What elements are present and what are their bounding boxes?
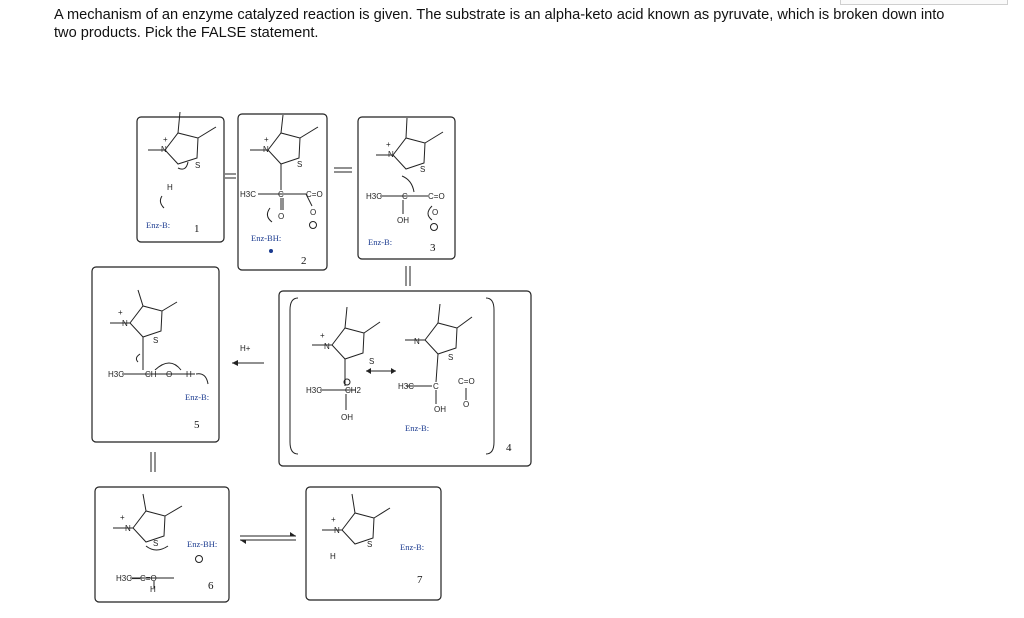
- equilibrium-arrow-5-6: [150, 452, 156, 472]
- minus-charge-icon: [343, 378, 351, 386]
- box-4-enzyme-label: Enz-B:: [405, 423, 429, 433]
- h3c-group: H3C: [398, 382, 414, 391]
- minus-charge-icon: [430, 223, 438, 231]
- box-2: N + S H3C C C=O O O Enz-BH: 2: [237, 113, 328, 271]
- s-atom: S: [153, 539, 158, 548]
- h3c-group: H3C: [108, 370, 124, 379]
- box-2-enzyme-label: Enz-BH:: [251, 233, 281, 243]
- carbonyl-group: C=O: [428, 192, 445, 201]
- co2-group: C=O: [458, 377, 475, 386]
- lone-pair-icon: [269, 249, 273, 253]
- oh-group: OH: [434, 405, 446, 414]
- question-text: A mechanism of an enzyme catalyzed react…: [54, 7, 945, 41]
- plus-charge: +: [120, 513, 125, 522]
- box-4: N + S H3C CH2 OH N S H3C C OH C=O O Enz-…: [278, 290, 532, 467]
- h3c-group: H3C: [240, 190, 256, 199]
- n-atom: N: [122, 319, 128, 328]
- box-5-enzyme-label: Enz-B:: [185, 392, 209, 402]
- s-atom: S: [367, 540, 372, 549]
- answer-panel-edge: [840, 0, 1008, 5]
- h-atom: H: [186, 370, 192, 379]
- o-atom: O: [166, 370, 172, 379]
- c-atom: C: [402, 192, 408, 201]
- proton-label: H+: [240, 344, 251, 353]
- minus-charge-icon: [309, 221, 317, 229]
- h-atom: H: [150, 585, 156, 594]
- box-1-enzyme-label: Enz-B:: [146, 220, 170, 230]
- n-atom: N: [263, 145, 269, 154]
- n-atom: N: [161, 145, 167, 154]
- box-7: N + S H Enz-B: 7: [305, 486, 442, 601]
- box-1: N + S H Enz-B: 1: [136, 111, 225, 243]
- n-atom: N: [414, 337, 420, 346]
- ch-group: CH: [145, 370, 157, 379]
- minus-charge-icon: [195, 555, 203, 563]
- box-5: N + S H3C CH O H Enz-B: 5: [91, 266, 220, 443]
- plus-charge: +: [118, 308, 123, 317]
- ch2-group: CH2: [345, 386, 362, 395]
- plus-charge: +: [163, 135, 168, 144]
- plus-charge: +: [320, 331, 325, 340]
- n-atom: N: [388, 150, 394, 159]
- h3c-group: H3C: [306, 386, 322, 395]
- box-7-enzyme-label: Enz-B:: [400, 542, 424, 552]
- equilibrium-arrow-3-4: [405, 266, 411, 286]
- box-3: N + S H3C C C=O OH O Enz-B: 3: [357, 116, 456, 260]
- plus-charge: +: [264, 135, 269, 144]
- o-atom: O: [432, 208, 438, 217]
- box-3-number: 3: [430, 242, 436, 254]
- s-atom: S: [420, 165, 425, 174]
- c-atom: C: [278, 190, 284, 199]
- s-atom: S: [195, 161, 200, 170]
- c-atom: C: [433, 382, 439, 391]
- o-atom: O: [310, 208, 316, 217]
- box-6-enzyme-label: Enz-BH:: [187, 539, 217, 549]
- n-atom: N: [324, 342, 330, 351]
- box-5-number: 5: [194, 419, 200, 431]
- n-atom: N: [334, 526, 340, 535]
- s-atom: S: [297, 160, 302, 169]
- h-atom: H: [167, 183, 173, 192]
- n-atom: N: [125, 524, 131, 533]
- h-atom: H: [330, 552, 336, 561]
- box-7-number: 7: [417, 574, 423, 586]
- box-6-number: 6: [208, 580, 214, 592]
- box-1-number: 1: [194, 223, 200, 235]
- box-6: N + S H3C—C=O H Enz-BH: 6: [94, 486, 230, 603]
- arrow-4-to-5: H+: [232, 344, 264, 366]
- equilibrium-arrow-2-3: [334, 167, 352, 173]
- oh-group: OH: [397, 216, 409, 225]
- plus-charge: +: [331, 515, 336, 524]
- box-4-number: 4: [506, 442, 512, 454]
- acetaldehyde-product: H3C—C=O: [116, 574, 157, 583]
- s-atom: S: [153, 336, 158, 345]
- s-atom: S: [448, 353, 453, 362]
- box-3-enzyme-label: Enz-B:: [368, 237, 392, 247]
- oh-group: OH: [341, 413, 353, 422]
- s-atom: S: [369, 357, 374, 366]
- equilibrium-arrow-1-2: [225, 173, 236, 179]
- carbonyl-group: C=O: [306, 190, 323, 199]
- box-2-number: 2: [301, 255, 307, 267]
- o-atom: O: [463, 400, 469, 409]
- o-atom: O: [278, 212, 284, 221]
- plus-charge: +: [386, 140, 391, 149]
- h3c-group: H3C: [366, 192, 382, 201]
- equilibrium-arrow-6-7: [240, 532, 296, 544]
